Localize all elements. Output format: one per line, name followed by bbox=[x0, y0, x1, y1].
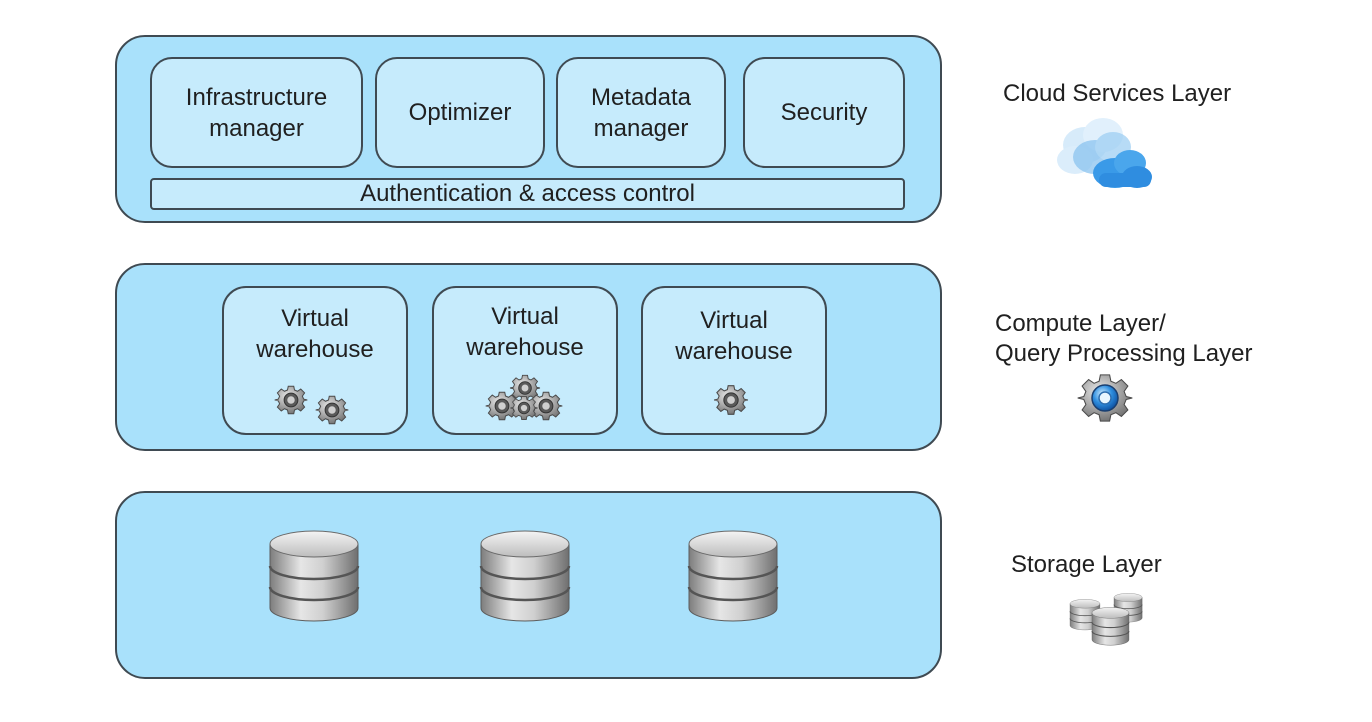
gear-icon bbox=[713, 385, 749, 415]
component-label: Optimizer bbox=[408, 99, 512, 126]
virtual-warehouse-label: Virtual warehouse bbox=[256, 305, 374, 363]
virtual-warehouse-3[interactable]: Virtual warehouse bbox=[641, 286, 827, 435]
cloud-icon bbox=[1057, 118, 1152, 188]
component-label: Security bbox=[780, 99, 868, 126]
security-box[interactable]: Security bbox=[743, 57, 905, 168]
database-cluster-icon bbox=[1069, 592, 1143, 646]
virtual-warehouse-2[interactable]: Virtual warehouse bbox=[432, 286, 618, 435]
gear-icon bbox=[1077, 374, 1133, 422]
authentication-access-control-bar[interactable]: Authentication & access control bbox=[150, 178, 905, 210]
auth-bar-label: Authentication & access control bbox=[360, 180, 695, 207]
database-icon bbox=[268, 529, 360, 623]
component-label: Metadata manager bbox=[590, 83, 692, 142]
virtual-warehouse-label: Virtual warehouse bbox=[675, 307, 793, 365]
database-icon bbox=[687, 529, 779, 623]
gears-icon bbox=[274, 385, 349, 425]
virtual-warehouse-label: Virtual warehouse bbox=[466, 303, 584, 361]
compute-layer-label: Compute Layer/ Query Processing Layer bbox=[995, 310, 1253, 367]
cloud-services-layer-label: Cloud Services Layer bbox=[1003, 80, 1232, 107]
optimizer-box[interactable]: Optimizer bbox=[375, 57, 545, 168]
gears-icon bbox=[485, 374, 563, 421]
metadata-manager-box[interactable]: Metadata manager bbox=[556, 57, 726, 168]
database-icon bbox=[479, 529, 571, 623]
virtual-warehouse-1[interactable]: Virtual warehouse bbox=[222, 286, 408, 435]
infrastructure-manager-box[interactable]: Infrastructure manager bbox=[150, 57, 363, 168]
component-label: Infrastructure manager bbox=[185, 83, 328, 142]
storage-layer-label: Storage Layer bbox=[1011, 551, 1162, 578]
